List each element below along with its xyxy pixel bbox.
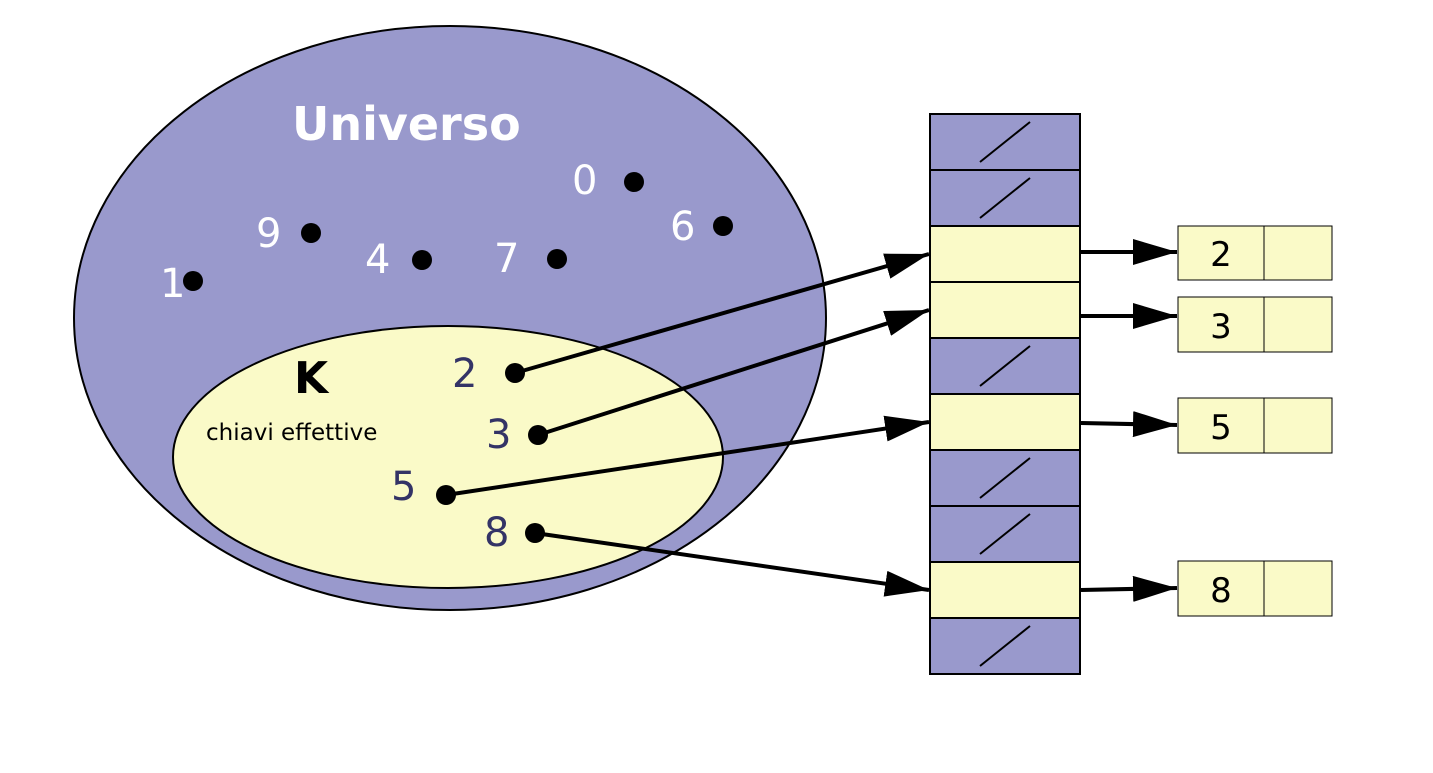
key-dot xyxy=(183,271,203,291)
list-node-8: 8 xyxy=(1177,560,1333,617)
key-dot xyxy=(301,223,321,243)
universe-key-label: 6 xyxy=(670,204,695,250)
table-slot-empty xyxy=(929,617,1081,675)
set-k-caption: chiavi effettive xyxy=(206,420,377,446)
list-node-2: 2 xyxy=(1177,225,1333,281)
set-k-label: K xyxy=(294,353,330,404)
universe-key-label: 0 xyxy=(572,158,597,204)
node-key: 3 xyxy=(1210,307,1232,347)
node-key: 5 xyxy=(1210,408,1232,448)
key-dot xyxy=(624,172,644,192)
node-key: 2 xyxy=(1210,235,1232,275)
universe-key-0: 0 xyxy=(572,158,644,204)
list-nodes: 2 3 5 8 xyxy=(1177,225,1333,617)
key-dot xyxy=(412,250,432,270)
arrow-key-2 xyxy=(514,252,930,375)
universe-key-4: 4 xyxy=(365,237,432,283)
key-dot xyxy=(713,216,733,236)
table-slot-used xyxy=(929,393,1081,451)
universe-key-label: 4 xyxy=(365,237,390,283)
universe-title: Universo xyxy=(292,97,521,151)
arrow-key-8 xyxy=(534,531,930,597)
key-to-slot-arrows xyxy=(445,252,930,597)
table-slot-empty xyxy=(929,113,1081,171)
hash-table xyxy=(929,113,1081,675)
universe-key-label: 7 xyxy=(494,236,519,282)
universe-key-label: 9 xyxy=(256,211,281,257)
arrow-slot-5 xyxy=(1080,411,1178,438)
table-slot-empty xyxy=(929,169,1081,227)
table-slot-empty xyxy=(929,505,1081,563)
slot-to-node-arrows xyxy=(1080,239,1178,602)
actual-key-label: 3 xyxy=(486,412,511,458)
table-slot-empty xyxy=(929,449,1081,507)
universe-key-1: 1 xyxy=(160,261,203,307)
actual-key-3: 3 xyxy=(486,412,548,458)
table-slot-used xyxy=(929,281,1081,339)
arrow-slot-8 xyxy=(1080,575,1178,602)
actual-key-label: 8 xyxy=(484,510,509,556)
arrow-key-5 xyxy=(445,415,930,497)
universe-key-6: 6 xyxy=(670,204,733,250)
actual-key-2: 2 xyxy=(452,351,525,397)
node-key: 8 xyxy=(1210,571,1232,611)
list-node-5: 5 xyxy=(1177,397,1333,454)
arrow-key-3 xyxy=(537,308,930,437)
table-slot-empty xyxy=(929,337,1081,395)
universe-key-9: 9 xyxy=(256,211,321,257)
list-node-3: 3 xyxy=(1177,296,1333,353)
actual-key-label: 2 xyxy=(452,351,477,397)
universe-key-7: 7 xyxy=(494,236,567,282)
actual-key-label: 5 xyxy=(391,464,416,510)
universe-key-label: 1 xyxy=(160,261,185,307)
table-slot-used xyxy=(929,225,1081,283)
key-dot xyxy=(547,249,567,269)
table-slot-used xyxy=(929,561,1081,619)
